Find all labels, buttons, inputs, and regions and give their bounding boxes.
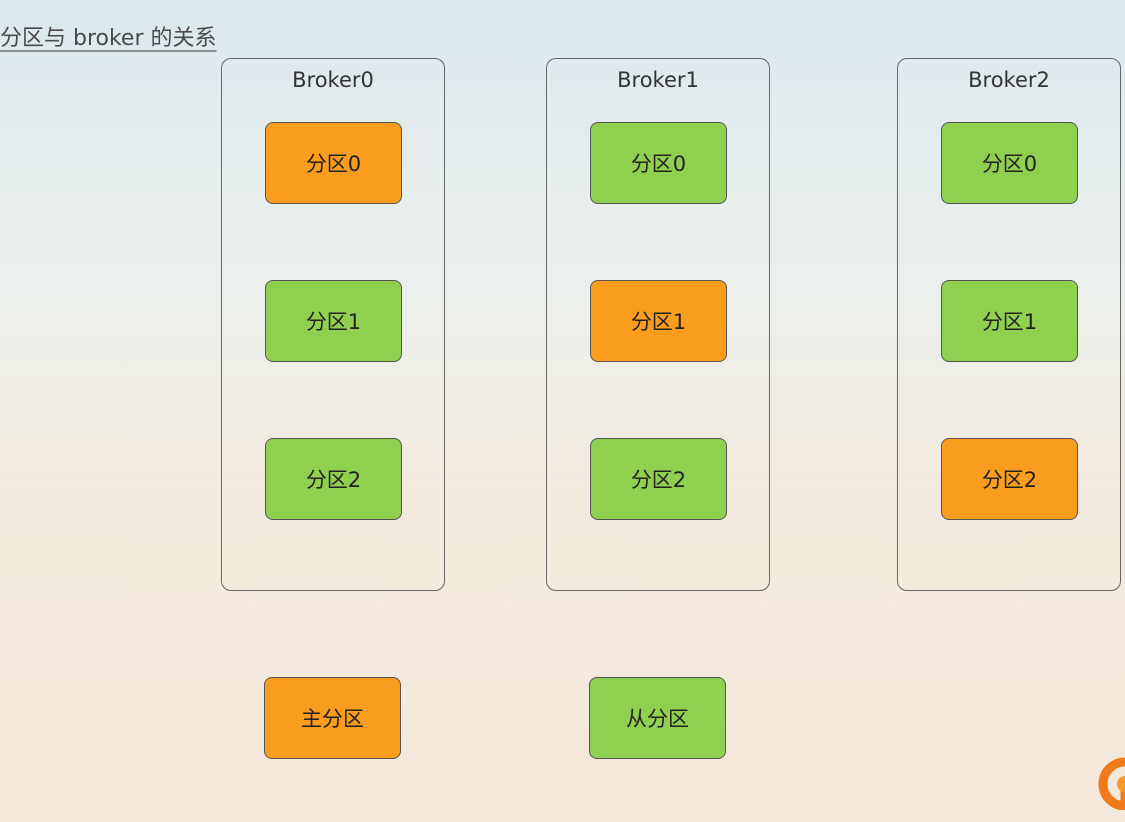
partition-box: 分区2 [590,438,727,520]
partition-box: 分区2 [265,438,402,520]
partition-box: 分区1 [590,280,727,362]
partition-box: 分区0 [265,122,402,204]
page-title: 分区与 broker 的关系 [0,26,217,51]
broker-box-1: Broker1 分区0 分区1 分区2 [546,58,770,591]
orange-swirl-logo-icon [1095,756,1125,810]
partition-box: 分区0 [941,122,1078,204]
partition-box: 分区2 [941,438,1078,520]
legend-follower: 从分区 [589,677,726,759]
broker-box-2: Broker2 分区0 分区1 分区2 [897,58,1121,591]
broker-label: Broker1 [617,68,699,92]
broker-box-0: Broker0 分区0 分区1 分区2 [221,58,445,591]
partition-box: 分区1 [265,280,402,362]
broker-label: Broker2 [968,68,1050,92]
partition-box: 分区0 [590,122,727,204]
broker-label: Broker0 [292,68,374,92]
legend-leader: 主分区 [264,677,401,759]
partition-box: 分区1 [941,280,1078,362]
